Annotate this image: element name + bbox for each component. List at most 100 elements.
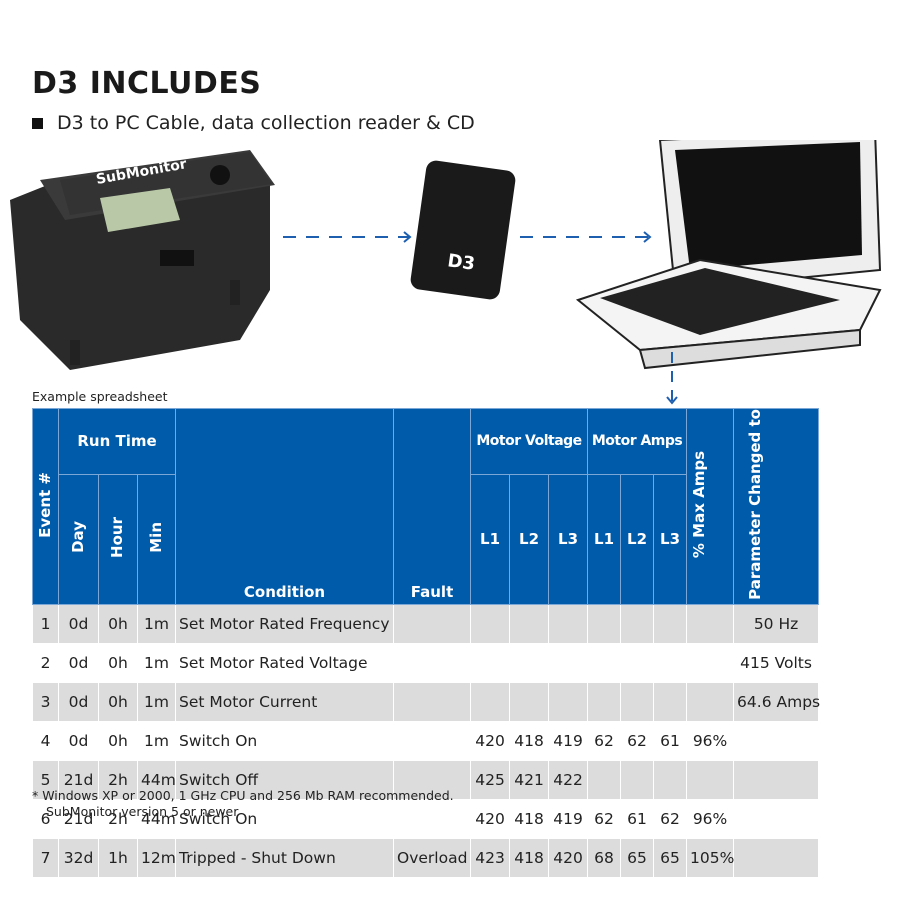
cell-hour: 0h — [98, 603, 138, 644]
cell-max-amps: 96% — [686, 720, 735, 761]
arrow-device-to-reader — [283, 231, 412, 243]
spreadsheet-caption: Example spreadsheet — [32, 389, 168, 404]
cell-min: 1m — [136, 603, 177, 644]
cell-amps-l2 — [620, 681, 655, 722]
cell-amps-l1 — [587, 603, 622, 644]
header-condition: Condition — [175, 408, 395, 605]
cell-min: 44m — [136, 798, 177, 839]
cell-fault — [393, 642, 472, 683]
arrow-pc-to-spreadsheet — [666, 352, 678, 405]
cell-voltage-l1 — [470, 642, 511, 683]
cell-condition: Switch On — [175, 720, 395, 761]
cell-day: 32d — [58, 837, 99, 878]
cell-amps-l1 — [587, 759, 622, 800]
cell-amps-l1: 62 — [587, 798, 622, 839]
cell-amps-l1 — [587, 642, 622, 683]
cell-parameter: 64.6 Amps — [733, 681, 820, 722]
cell-voltage-l2: 421 — [509, 759, 550, 800]
cell-condition: Switch On — [175, 798, 395, 839]
cell-hour: 0h — [98, 642, 138, 683]
cell-voltage-l3: 419 — [548, 798, 589, 839]
cell-fault — [393, 759, 472, 800]
cell-event: 3 — [32, 681, 59, 722]
cell-amps-l2: 62 — [620, 720, 655, 761]
cell-fault — [393, 681, 472, 722]
cell-condition: Tripped - Shut Down — [175, 837, 395, 878]
cell-voltage-l2 — [509, 681, 550, 722]
cell-parameter — [733, 720, 820, 761]
cell-amps-l2 — [620, 642, 655, 683]
cell-parameter — [733, 759, 820, 800]
example-spreadsheet: Event # Run Time Condition Fault Motor V… — [32, 408, 820, 878]
header-amps-l2: L2 — [620, 473, 655, 605]
header-day: Day — [58, 473, 99, 605]
laptop-image — [575, 140, 882, 370]
cell-voltage-l1 — [470, 603, 511, 644]
cell-voltage-l1: 420 — [470, 720, 511, 761]
cell-amps-l3: 61 — [653, 720, 688, 761]
cell-amps-l3 — [653, 681, 688, 722]
bullet-item: D3 to PC Cable, data collection reader &… — [32, 112, 475, 134]
header-fault: Fault — [393, 408, 472, 605]
submonitor-device-image: SubMonitor — [10, 150, 275, 370]
cell-voltage-l3 — [548, 681, 589, 722]
note-line: SubMonitor version 5 or newer — [46, 804, 239, 819]
cell-event: 4 — [32, 720, 59, 761]
cell-event: 2 — [32, 642, 59, 683]
cell-max-amps — [686, 642, 735, 683]
cell-parameter: 415 Volts — [733, 642, 820, 683]
header-run-time: Run Time — [57, 408, 177, 475]
cell-fault — [393, 603, 472, 644]
cell-voltage-l2: 418 — [509, 720, 550, 761]
arrow-reader-to-pc — [520, 231, 652, 243]
page-title: D3 INCLUDES — [32, 66, 262, 101]
cell-event: 7 — [32, 837, 59, 878]
cell-amps-l3: 65 — [653, 837, 688, 878]
cell-amps-l2 — [620, 603, 655, 644]
header-min: Min — [136, 473, 177, 605]
cell-amps-l3: 62 — [653, 798, 688, 839]
requirements-note: * Windows XP or 2000, 1 GHz CPU and 256 … — [32, 788, 454, 820]
cell-parameter — [733, 837, 820, 878]
cell-voltage-l2 — [509, 603, 550, 644]
cell-hour: 1h — [98, 837, 138, 878]
cell-day: 0d — [58, 720, 99, 761]
cell-day: 0d — [58, 642, 99, 683]
header-amps-l1: L1 — [587, 473, 622, 605]
cell-condition: Set Motor Current — [175, 681, 395, 722]
header-parameter: Parameter Changed to — [733, 408, 820, 605]
cell-voltage-l1: 420 — [470, 798, 511, 839]
cell-voltage-l2: 418 — [509, 837, 550, 878]
header-amps-l3: L3 — [653, 473, 688, 605]
cell-hour: 0h — [98, 681, 138, 722]
header-max-amps: % Max Amps — [686, 408, 735, 605]
cell-day: 21d — [58, 798, 99, 839]
cell-amps-l2: 65 — [620, 837, 655, 878]
cell-min: 1m — [136, 681, 177, 722]
header-voltage-l3: L3 — [548, 473, 589, 605]
cell-max-amps: 96% — [686, 798, 735, 839]
header-hour: Hour — [98, 473, 138, 605]
cell-day: 0d — [58, 603, 99, 644]
header-voltage-l2: L2 — [509, 473, 550, 605]
cell-fault: Overload — [393, 837, 472, 878]
cell-voltage-l3 — [548, 642, 589, 683]
cell-amps-l1: 62 — [587, 720, 622, 761]
cell-voltage-l1: 425 — [470, 759, 511, 800]
cell-voltage-l2: 418 — [509, 798, 550, 839]
cell-min: 44m — [136, 759, 177, 800]
cell-max-amps — [686, 603, 735, 644]
cell-voltage-l2 — [509, 642, 550, 683]
d3-reader-image: D3 — [410, 160, 516, 300]
cell-hour: 0h — [98, 720, 138, 761]
bullet-square-icon — [32, 117, 43, 129]
cell-max-amps — [686, 681, 735, 722]
header-event: Event # — [32, 408, 59, 605]
cell-voltage-l3: 422 — [548, 759, 589, 800]
cell-hour: 2h — [98, 759, 138, 800]
